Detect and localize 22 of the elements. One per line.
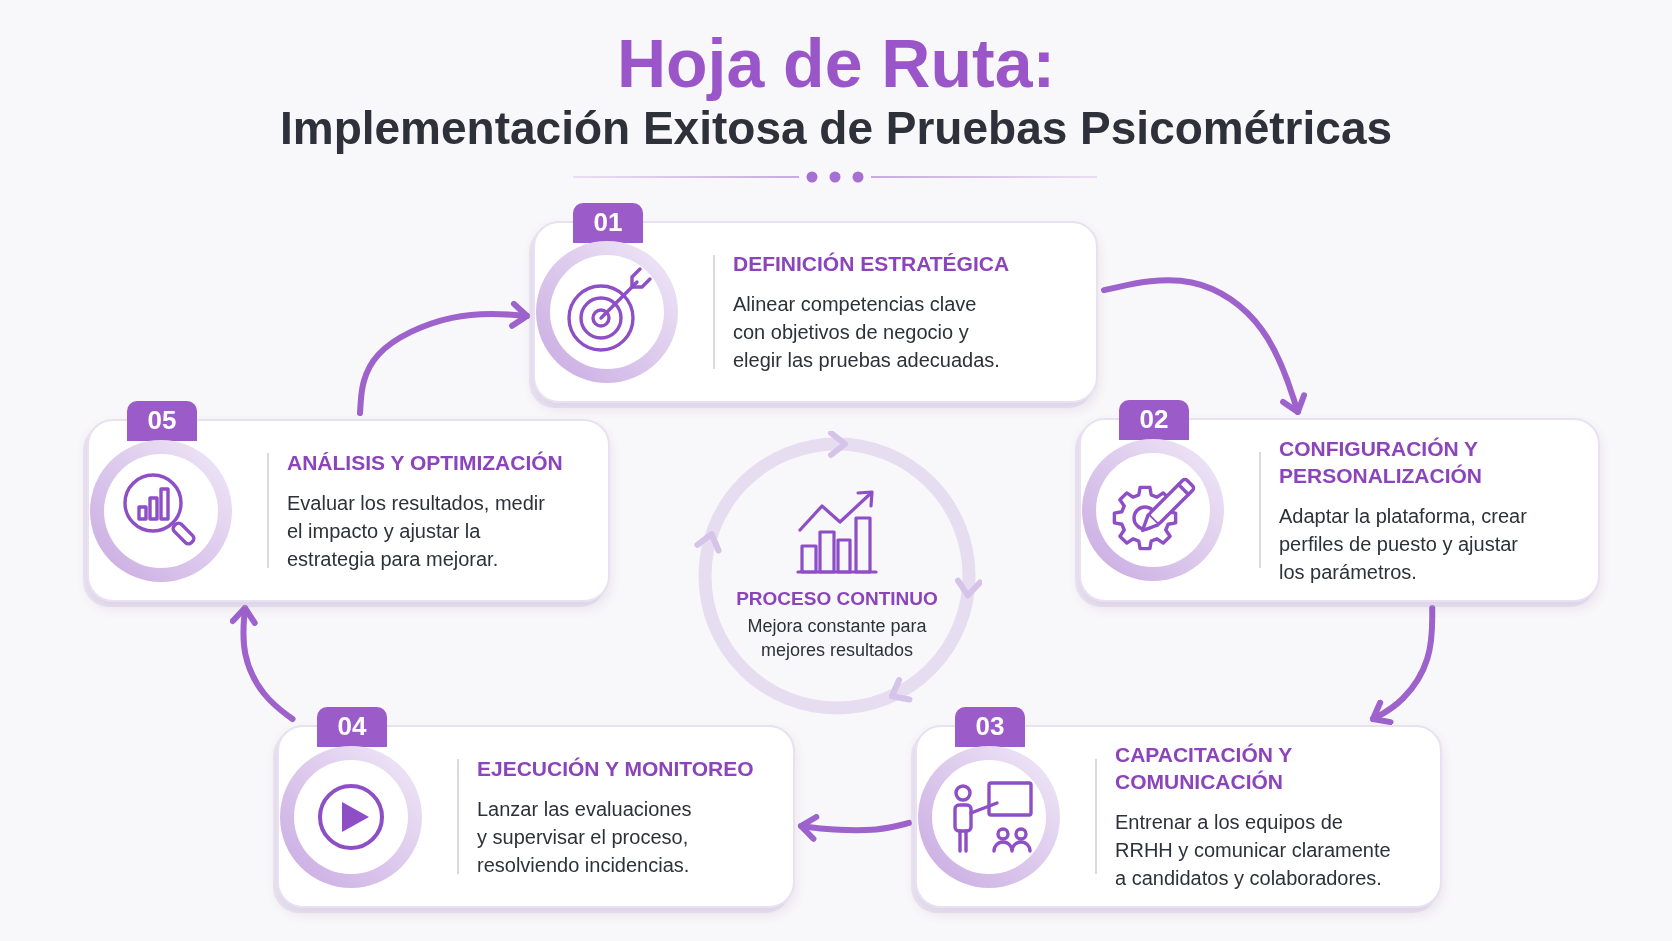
- hub-title: PROCESO CONTINUO: [736, 587, 938, 611]
- step-title: CONFIGURACIÓN Y PERSONALIZACIÓN: [1279, 435, 1483, 489]
- hub-description: Mejora constante para mejores resultados: [746, 615, 928, 662]
- arrow: [1369, 605, 1436, 726]
- step-description: Alinear competencias clave con objetivos de negocio y elegir las pruebas adecuadas.: [733, 292, 1001, 373]
- step-title: CAPACITACIÓN Y COMUNICACIÓN: [1115, 742, 1293, 795]
- step-description: Evaluar los resultados, medir el impacto y ajustar la estrategia para mejorar.: [287, 490, 546, 572]
- arrow: [229, 605, 296, 722]
- step-description: Lanzar las evaluaciones y supervisar el proceso, resolviendo incidencias.: [477, 796, 693, 878]
- step-title: EJECUCIÓN Y MONITOREO: [477, 755, 754, 782]
- step-title: ANÁLISIS Y OPTIMIZACIÓN: [287, 449, 563, 476]
- step-number-tab: 01: [573, 203, 643, 243]
- step-title: DEFINICIÓN ESTRATÉGICA: [733, 251, 1010, 277]
- arrow: [357, 300, 530, 416]
- step-number-tab: 02: [1119, 400, 1189, 440]
- arrow: [1101, 277, 1308, 415]
- arrow: [798, 813, 912, 842]
- step-description: Entrenar a los equipos de RRHH y comunicar claramente a candidatos y colaboradores.: [1115, 810, 1392, 891]
- step-number-tab: 03: [955, 707, 1025, 747]
- step-number-tab: 05: [127, 401, 197, 441]
- step-description: Adaptar la plataforma, crear perfiles de puesto y ajustar los parámetros.: [1279, 503, 1528, 585]
- step-number-tab: 04: [317, 707, 387, 747]
